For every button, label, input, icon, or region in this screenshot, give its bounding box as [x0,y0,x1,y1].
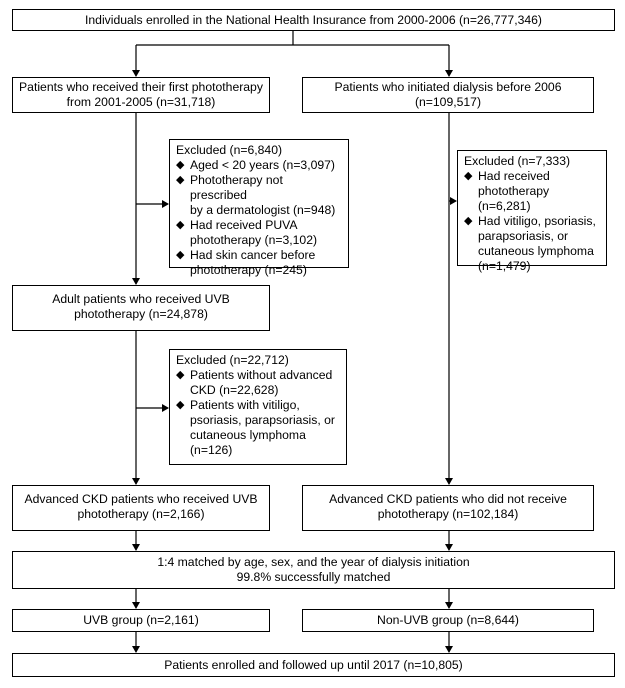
exclusion-1-item: ◆Aged < 20 years (n=3,097) [176,158,335,172]
non-uvb-group-text: Non-UVB group (n=8,644) [377,613,519,627]
diamond-bullet-icon: ◆ [176,174,185,186]
advanced-ckd-no-phototherapy-box: Advanced CKD patients who did not receiv… [302,485,594,531]
matching-box: 1:4 matched by age, sex, and the year of… [12,551,615,589]
diamond-bullet-icon: ◆ [176,399,185,411]
adult-uvb-box: Adult patients who received UVB photothe… [12,285,270,331]
matching-line-2: 99.8% successfully matched [236,570,391,584]
advanced-ckd-uvb-line-1: Advanced CKD patients who received UVB [24,492,258,506]
exclusion-box-phototherapy: Excluded (n=6,840) ◆Aged < 20 years (n=3… [169,139,349,277]
first-phototherapy-line-2: from 2001-2005 (n=31,718) [66,95,216,109]
exclusion-3-item: ◆Patients with vitiligo,psoriasis, parap… [176,398,335,457]
diamond-bullet-icon: ◆ [176,159,185,171]
enrolled-text: Individuals enrolled in the National Hea… [85,13,542,27]
exclusion-2-title: Excluded (n=7,333) [464,154,571,168]
enrolled-box: Individuals enrolled in the National Hea… [12,9,615,31]
first-phototherapy-box: Patients who received their first photot… [12,77,270,113]
adult-uvb-line-1: Adult patients who received UVB [52,292,230,306]
exclusion-3-title: Excluded (n=22,712) [176,353,289,367]
exclusion-box-ckd: Excluded (n=22,712) ◆Patients without ad… [169,349,347,465]
diamond-bullet-icon: ◆ [176,369,185,381]
diamond-bullet-icon: ◆ [464,215,473,227]
uvb-group-text: UVB group (n=2,161) [83,613,199,627]
exclusion-1-title: Excluded (n=6,840) [176,143,283,157]
advanced-ckd-no-line-1: Advanced CKD patients who did not receiv… [329,492,567,506]
diamond-bullet-icon: ◆ [176,249,185,261]
advanced-ckd-uvb-box: Advanced CKD patients who received UVB p… [12,485,270,531]
diamond-bullet-icon: ◆ [464,170,473,182]
uvb-group-box: UVB group (n=2,161) [12,609,270,632]
adult-uvb-line-2: phototherapy (n=24,878) [74,307,208,321]
dialysis-line-1: Patients who initiated dialysis before 2… [334,80,562,94]
advanced-ckd-no-line-2: phototherapy (n=102,184) [377,507,519,521]
non-uvb-group-box: Non-UVB group (n=8,644) [302,609,594,632]
final-cohort-box: Patients enrolled and followed up until … [12,653,615,677]
dialysis-line-2: (n=109,517) [414,95,482,109]
advanced-ckd-uvb-line-2: phototherapy (n=2,166) [77,507,205,521]
first-phototherapy-line-1: Patients who received their first photot… [19,80,263,94]
matching-line-1: 1:4 matched by age, sex, and the year of… [157,555,470,569]
exclusion-2-item: ◆Had vitiligo, psoriasis,parapsoriasis, … [464,214,596,273]
diamond-bullet-icon: ◆ [176,219,185,231]
final-cohort-text: Patients enrolled and followed up until … [164,658,463,672]
dialysis-box: Patients who initiated dialysis before 2… [302,77,594,113]
